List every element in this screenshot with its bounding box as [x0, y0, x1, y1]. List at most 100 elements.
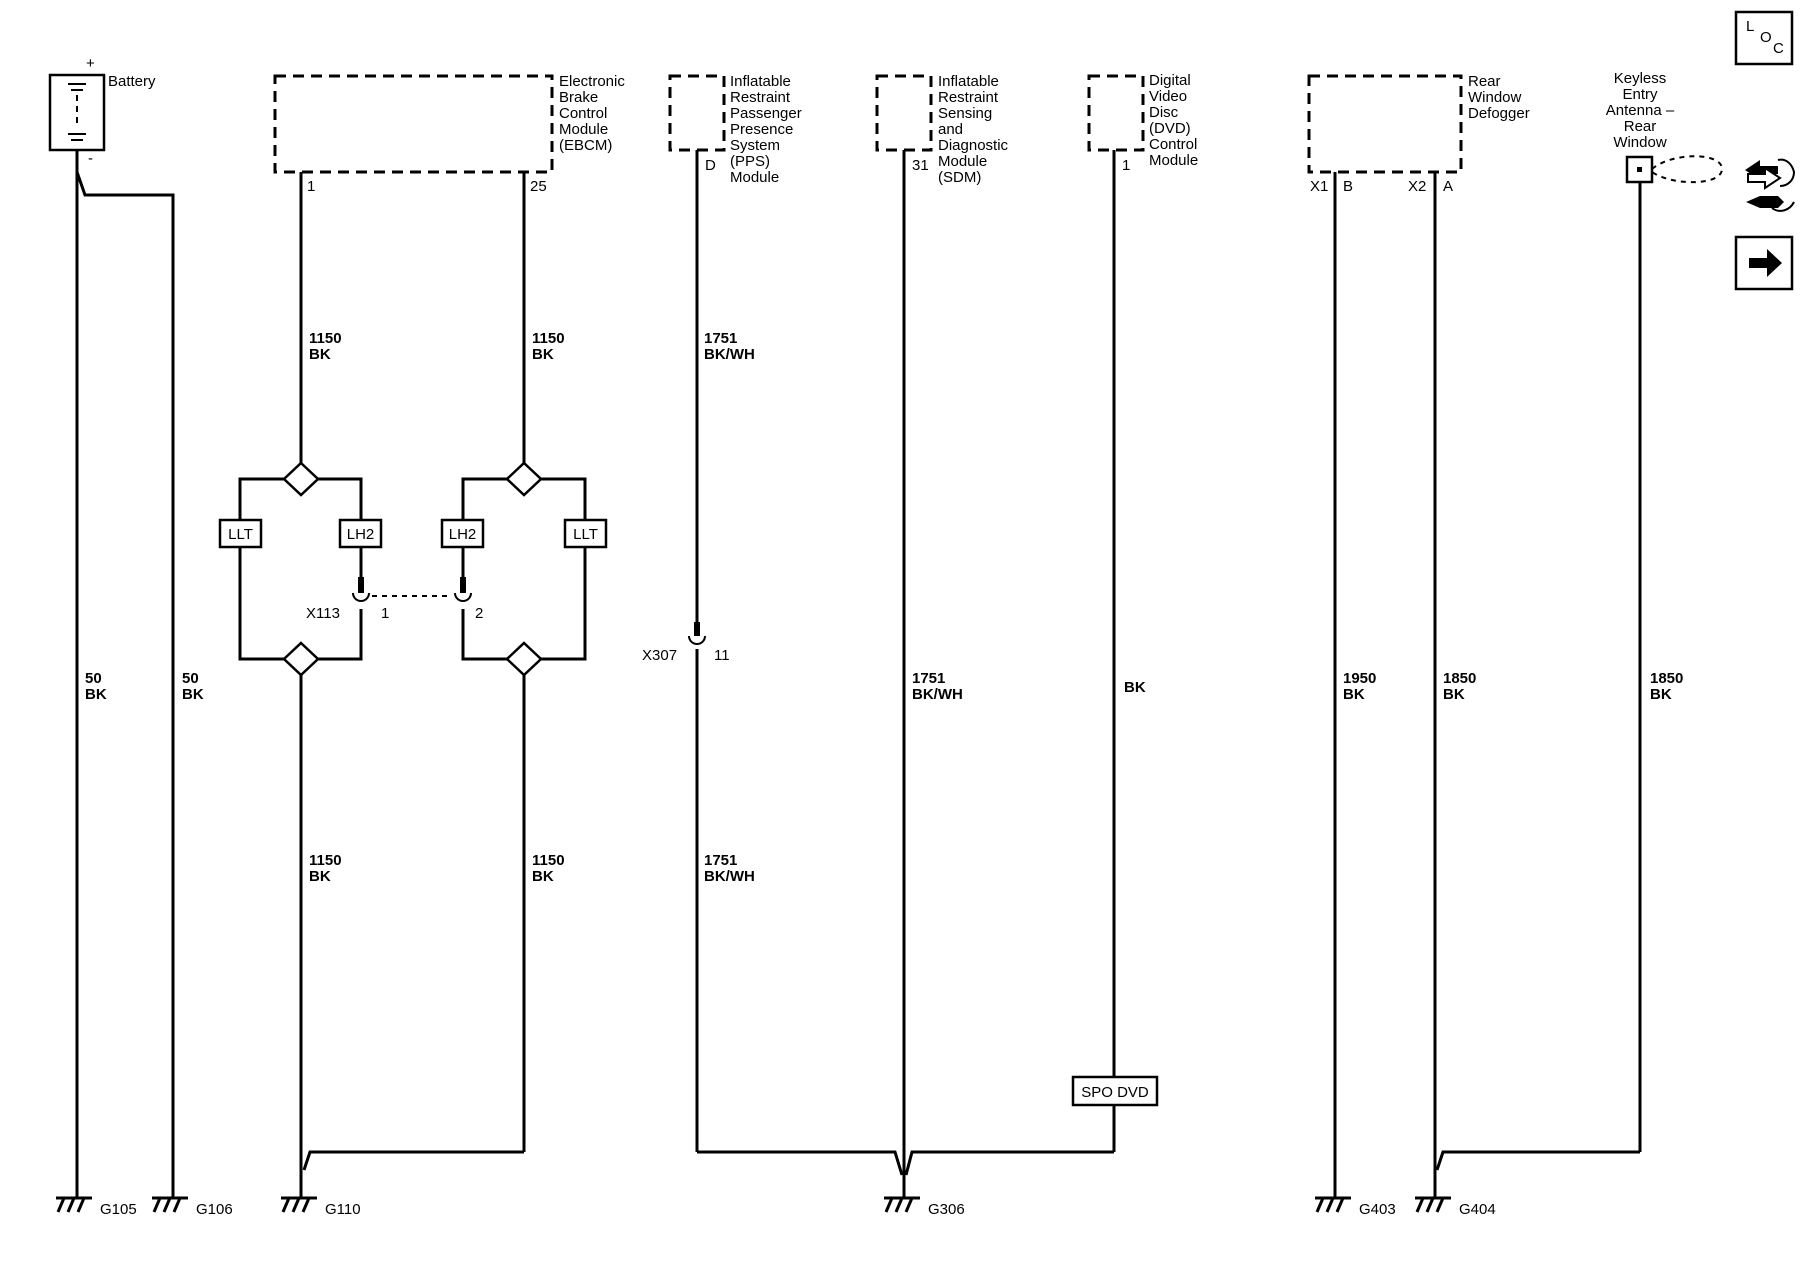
pps-label: Inflatable Restraint Passenger Presence …: [730, 73, 802, 186]
svg-text:Inflatable: Inflatable: [730, 73, 791, 90]
svg-text:Control: Control: [559, 105, 607, 122]
svg-text:Antenna –: Antenna –: [1606, 102, 1675, 119]
defogger-module: [1307, 74, 1463, 174]
svg-text:(DVD): (DVD): [1149, 120, 1191, 137]
svg-text:BK: BK: [309, 868, 331, 885]
svg-text:System: System: [730, 137, 780, 154]
dvd-module: [1087, 74, 1145, 152]
svg-text:1751: 1751: [704, 852, 737, 869]
svg-text:G403: G403: [1359, 1201, 1396, 1218]
svg-text:1751: 1751: [912, 670, 945, 687]
svg-text:BK: BK: [309, 346, 331, 363]
defogger-label: Rear Window Defogger: [1468, 73, 1530, 122]
svg-text:BK/WH: BK/WH: [704, 868, 755, 885]
svg-text:and: and: [938, 121, 963, 138]
svg-text:Module: Module: [730, 169, 779, 186]
svg-text:1950: 1950: [1343, 670, 1376, 687]
svg-text:Disc: Disc: [1149, 104, 1179, 121]
svg-text:Window: Window: [1468, 89, 1522, 106]
svg-text:X2: X2: [1408, 178, 1426, 195]
svg-text:BK: BK: [532, 346, 554, 363]
svg-text:B: B: [1343, 178, 1353, 195]
svg-text:Electronic: Electronic: [559, 73, 625, 90]
ground-g404: G404: [1415, 1196, 1496, 1218]
ebcm-module: [273, 74, 554, 174]
svg-text:G404: G404: [1459, 1201, 1496, 1218]
ground-g110: G110: [281, 1196, 361, 1218]
svg-text:SPO DVD: SPO DVD: [1081, 1084, 1149, 1101]
pps-pin: D: [705, 157, 716, 174]
next-arrow-button[interactable]: [1734, 235, 1794, 291]
svg-text:X113: X113: [306, 605, 340, 622]
splice-diamond: [505, 641, 543, 677]
svg-text:BK: BK: [1343, 686, 1365, 703]
svg-text:C: C: [1773, 40, 1784, 57]
svg-text:Rear: Rear: [1624, 118, 1657, 135]
svg-text:Inflatable: Inflatable: [938, 73, 999, 90]
svg-text:1751: 1751: [704, 330, 737, 347]
svg-text:1150: 1150: [309, 852, 342, 869]
svg-text:LH2: LH2: [449, 526, 477, 543]
splice-pack-llt: [218, 518, 263, 549]
svg-text:1: 1: [381, 605, 389, 622]
ebcm-pin-25: 25: [530, 178, 547, 195]
svg-text:11: 11: [714, 647, 730, 664]
svg-text:BK/WH: BK/WH: [704, 346, 755, 363]
battery-label: Battery: [108, 73, 156, 90]
svg-text:X1: X1: [1310, 178, 1328, 195]
svg-text:1850: 1850: [1650, 670, 1683, 687]
wire-label: 50: [182, 670, 199, 687]
svg-text:Module: Module: [559, 121, 608, 138]
svg-text:BK: BK: [1124, 679, 1146, 696]
connector-x113: X113 1 2: [306, 577, 483, 622]
svg-text:(PPS): (PPS): [730, 153, 770, 170]
dvd-pin: 1: [1122, 157, 1130, 174]
keyless-label: Keyless Entry Antenna – Rear Window: [1606, 70, 1675, 151]
svg-text:X307: X307: [642, 647, 677, 664]
battery-plus: +: [86, 55, 95, 72]
svg-text:G106: G106: [196, 1201, 233, 1218]
svg-text:BK: BK: [532, 868, 554, 885]
splice-diamond: [282, 641, 320, 677]
connector-swap-icon[interactable]: [1745, 158, 1796, 212]
splice-pack-lh2: [440, 518, 485, 549]
sdm-module: [875, 74, 933, 152]
svg-text:BK: BK: [1443, 686, 1465, 703]
svg-text:Presence: Presence: [730, 121, 793, 138]
splice-diamond: [505, 461, 543, 497]
svg-text:Control: Control: [1149, 136, 1197, 153]
svg-text:BK: BK: [1650, 686, 1672, 703]
svg-text:L: L: [1746, 18, 1754, 35]
svg-text:Restraint: Restraint: [730, 89, 791, 106]
svg-text:G110: G110: [325, 1201, 361, 1218]
connector-x307: X307 11: [642, 622, 730, 664]
sdm-label: Inflatable Restraint Sensing and Diagnos…: [938, 73, 1009, 186]
svg-text:A: A: [1443, 178, 1453, 195]
ebcm-label: Electronic Brake Control Module (EBCM): [559, 73, 625, 154]
svg-text:(SDM): (SDM): [938, 169, 981, 186]
svg-text:Passenger: Passenger: [730, 105, 802, 122]
svg-text:(EBCM): (EBCM): [559, 137, 612, 154]
svg-text:Window: Window: [1613, 134, 1667, 151]
location-button[interactable]: L O C: [1734, 10, 1794, 66]
svg-text:Module: Module: [938, 153, 987, 170]
svg-text:1150: 1150: [532, 852, 565, 869]
svg-text:Restraint: Restraint: [938, 89, 999, 106]
ground-g306: G306: [884, 1196, 965, 1218]
svg-text:G306: G306: [928, 1201, 965, 1218]
svg-text:Digital: Digital: [1149, 72, 1191, 89]
ground-g106: G106: [152, 1196, 233, 1218]
svg-text:LLT: LLT: [573, 526, 598, 543]
svg-text:Rear: Rear: [1468, 73, 1501, 90]
wire-label: 50: [85, 670, 102, 687]
battery: + - Battery: [48, 55, 156, 167]
svg-text:1850: 1850: [1443, 670, 1476, 687]
svg-text:BK/WH: BK/WH: [912, 686, 963, 703]
svg-text:O: O: [1760, 29, 1772, 46]
pps-module: [668, 74, 726, 152]
ebcm-pin-1: 1: [307, 178, 315, 195]
svg-text:Entry: Entry: [1622, 86, 1658, 103]
svg-text:Module: Module: [1149, 152, 1198, 169]
svg-text:Keyless: Keyless: [1614, 70, 1667, 87]
